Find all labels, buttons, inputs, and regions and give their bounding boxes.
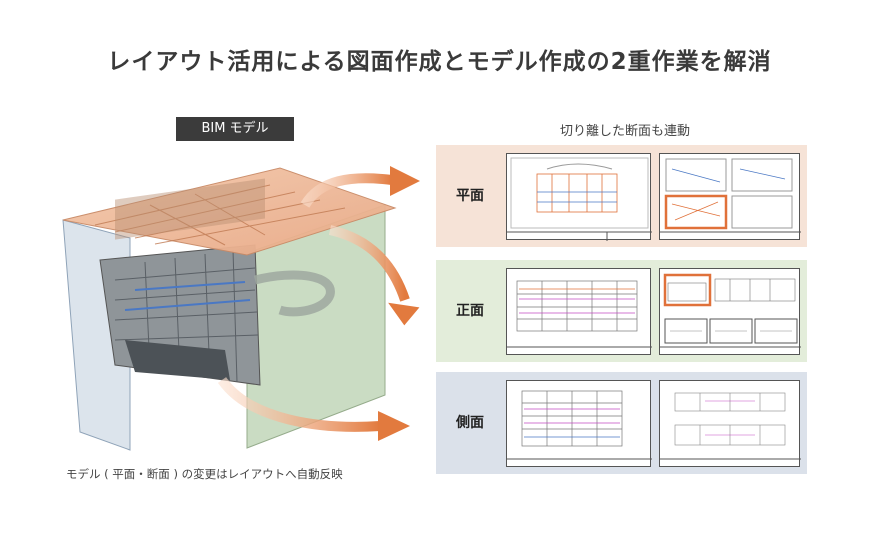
green-duct [253,270,335,317]
panel-label-front: 正面 [456,303,484,319]
plan-sheet-layout[interactable] [659,153,801,240]
front-panel: 正面 [436,260,807,362]
linked-sections-caption: 切り離した断面も連動 [559,124,690,139]
side-sheet-main[interactable] [506,380,652,467]
front-sheet-main[interactable] [506,268,652,355]
arrow-head-front [388,302,420,326]
arrow-to-front [328,225,410,302]
plan-sheet-main[interactable] [506,153,652,241]
arrow-to-side [217,376,381,432]
arrow-head-side [378,411,410,441]
front-sheet-layout[interactable] [659,268,801,355]
panel-label-plan: 平面 [456,188,484,204]
building-base [125,340,230,380]
panel-label-side: 側面 [456,415,484,431]
side-panel: 側面 [436,372,807,474]
bim-model-badge: BIM モデル [176,117,294,141]
side-sheet-layout[interactable] [659,380,801,467]
arrow-head-plan [390,166,420,196]
auto-sync-caption: モデル ( 平面・断面 ) の変更はレイアウトへ自動反映 [66,467,343,481]
arrow-to-plan [300,173,393,208]
plan-panel: 平面 [436,145,807,247]
page-title: レイアウト活用による図面作成とモデル作成の2重作業を解消 [107,49,772,75]
